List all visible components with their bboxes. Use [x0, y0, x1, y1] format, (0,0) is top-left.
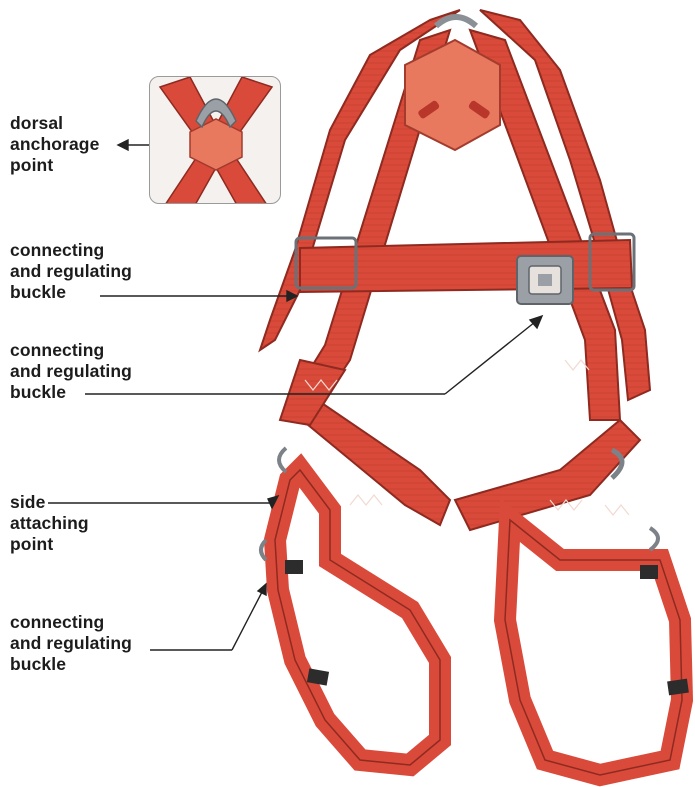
dorsal-detail-illustration	[150, 77, 281, 204]
label-side-attaching-point: side attaching point	[10, 492, 89, 555]
label-line: connecting	[10, 612, 132, 633]
label-line: point	[10, 534, 89, 555]
label-line: and regulating	[10, 633, 132, 654]
chest-strap	[296, 234, 634, 292]
label-line: side	[10, 492, 89, 513]
label-line: and regulating	[10, 361, 132, 382]
label-connecting-buckle-top: connecting and regulating buckle	[10, 240, 132, 303]
label-line: buckle	[10, 282, 132, 303]
label-line: anchorage	[10, 134, 99, 155]
label-connecting-buckle-middle: connecting and regulating buckle	[10, 340, 132, 403]
label-line: buckle	[10, 382, 132, 403]
label-line: dorsal	[10, 113, 99, 134]
label-line: attaching	[10, 513, 89, 534]
buckle-icon	[517, 256, 573, 304]
label-dorsal-anchorage-point: dorsal anchorage point	[10, 113, 99, 176]
label-connecting-buckle-bottom: connecting and regulating buckle	[10, 612, 132, 675]
dorsal-detail-inset	[149, 76, 281, 204]
label-line: connecting	[10, 240, 132, 261]
label-line: connecting	[10, 340, 132, 361]
label-line: and regulating	[10, 261, 132, 282]
label-line: buckle	[10, 654, 132, 675]
label-line: point	[10, 155, 99, 176]
